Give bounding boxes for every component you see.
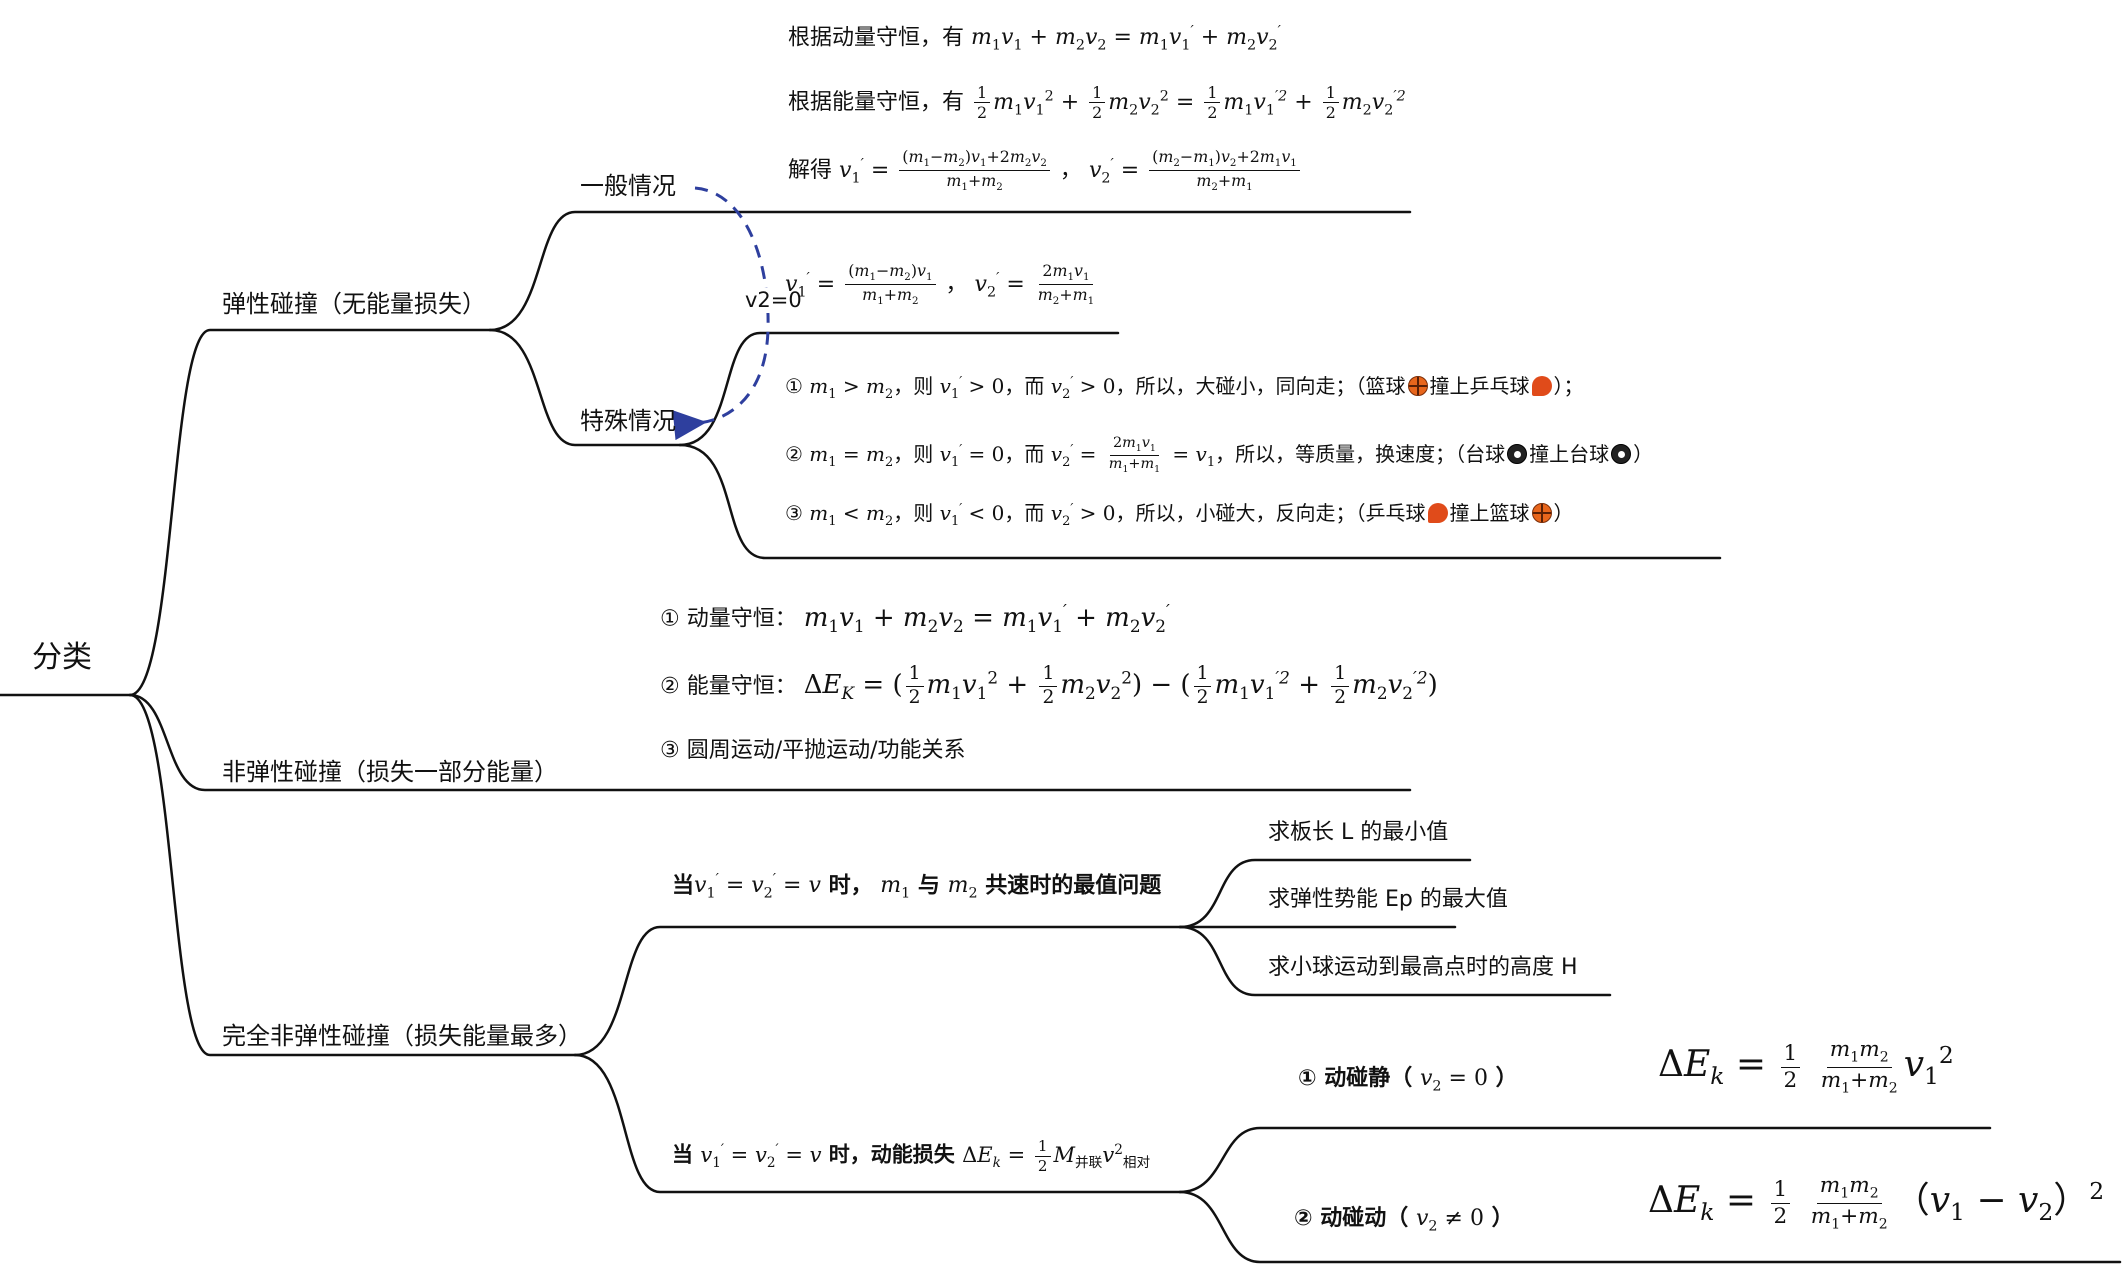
special-case-node: 特殊情况: [580, 407, 676, 435]
dashed-arrow: [672, 186, 770, 441]
special-case-1: ① m1 > m2，则 v1′ > 0，而 v2′ > 0，所以，大碰小，同向走…: [785, 374, 1584, 402]
connector-elastic-general: [488, 210, 1412, 332]
special-case-3: ③ m1 < m2，则 v1′ < 0，而 v2′ > 0，所以，小碰大，反向走…: [785, 501, 1574, 529]
basketball-icon: [1407, 376, 1428, 396]
connector-perfect-branch2: [573, 1053, 1182, 1194]
connector-branch2-static: [1178, 1126, 1992, 1194]
ping-pong-icon: [1531, 376, 1552, 396]
connector-elastic-special: [488, 328, 682, 447]
connector-branch2-moving: [1178, 1190, 2122, 1264]
connector-root-perfect: [128, 693, 577, 1057]
connector-special-cases: [678, 443, 1722, 560]
ping-pong-icon: [1427, 503, 1448, 523]
inelastic-momentum-item: ① 动量守恒： m1v1 + m2v2 = m1v1′ + m2v2′: [660, 600, 1170, 636]
v2-zero-label: v2=0: [745, 288, 802, 314]
root-node: 分类: [32, 640, 92, 675]
leaf-max-elastic-potential: 求弹性势能 Ep 的最大值: [1268, 887, 1508, 912]
connector-root-inelastic: [128, 693, 1412, 792]
inelastic-collision-node: 非弹性碰撞（损失一部分能量）: [222, 758, 558, 786]
inelastic-method-item: ③ 圆周运动/平抛运动/功能关系: [660, 738, 966, 763]
connector-root-elastic: [128, 328, 492, 697]
moving-hits-static-case: ① 动碰静（ v2 = 0 ）: [1298, 1066, 1518, 1095]
moving-hits-moving-case: ② 动碰动（ v2 ≠ 0 ）: [1294, 1206, 1514, 1235]
leaf-max-height: 求小球运动到最高点时的高度 H: [1268, 955, 1578, 980]
elastic-collision-node: 弹性碰撞（无能量损失）: [222, 290, 486, 318]
momentum-conservation-equation: 根据动量守恒，有 m1v1 + m2v2 = m1v1′ + m2v2′: [788, 24, 1281, 54]
connector-branch1-leaf3: [1178, 925, 1612, 997]
general-case-node: 一般情况: [580, 172, 676, 200]
common-velocity-extremum-branch: 当v1′ = v2′ = v 时， m1 与 m2 共速时的最值问题: [672, 872, 1162, 902]
perfectly-inelastic-collision-node: 完全非弹性碰撞（损失能量最多）: [222, 1022, 582, 1050]
leaf-min-board-length: 求板长 L 的最小值: [1268, 820, 1449, 845]
billiard-ball-icon: [1507, 444, 1528, 465]
basketball-icon: [1531, 503, 1552, 523]
connector-perfect-branch1: [573, 925, 1182, 1057]
billiard-ball-icon: [1611, 444, 1632, 465]
connector-branch1-leaf1: [1178, 858, 1472, 929]
